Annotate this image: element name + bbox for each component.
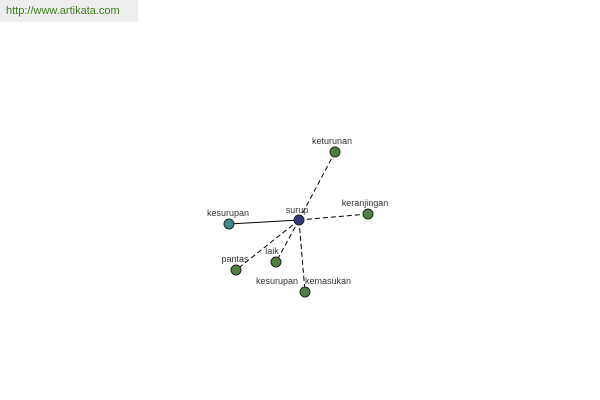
node-keturunan[interactable]: keturunan — [312, 136, 352, 158]
node-label-laik: laik — [265, 246, 279, 256]
node-label-kesurupan-lower[interactable]: kesurupan — [256, 276, 298, 286]
node-dot-laik[interactable] — [270, 256, 282, 268]
node-label-kemasukan: kemasukan — [305, 276, 351, 286]
node-label-kesurupan: kesurupan — [207, 208, 249, 218]
node-label-surup: surup — [286, 205, 309, 215]
node-dot-kemasukan[interactable] — [299, 286, 311, 298]
node-dot-kesurupan[interactable] — [223, 218, 235, 230]
node-center-surup[interactable]: surup — [286, 205, 309, 226]
node-label-keturunan: keturunan — [312, 136, 352, 146]
artikata-link[interactable]: http://www.artikata.com — [0, 0, 138, 22]
edge-surup-laik — [275, 219, 300, 263]
node-dot-pantas[interactable] — [230, 264, 242, 276]
node-label-pantas: pantas — [221, 254, 249, 264]
node-dot-keturunan[interactable] — [329, 146, 341, 158]
node-label-keranjingan: keranjingan — [342, 198, 389, 208]
edge-surup-keturunan — [298, 151, 336, 221]
node-kemasukan[interactable]: kemasukan — [299, 276, 351, 298]
node-keranjingan[interactable]: keranjingan — [342, 198, 389, 220]
node-dot-surup[interactable] — [293, 214, 305, 226]
edge-surup-kesurupan — [228, 219, 300, 225]
node-laik[interactable]: laik — [265, 246, 282, 268]
edge-surup-keranjingan — [298, 213, 369, 221]
node-pantas[interactable]: pantas — [221, 254, 249, 276]
node-dot-keranjingan[interactable] — [362, 208, 374, 220]
edge-surup-kemasukan — [298, 219, 306, 293]
node-kesurupan[interactable]: kesurupan — [207, 208, 249, 230]
edge-surup-pantas — [235, 219, 300, 271]
